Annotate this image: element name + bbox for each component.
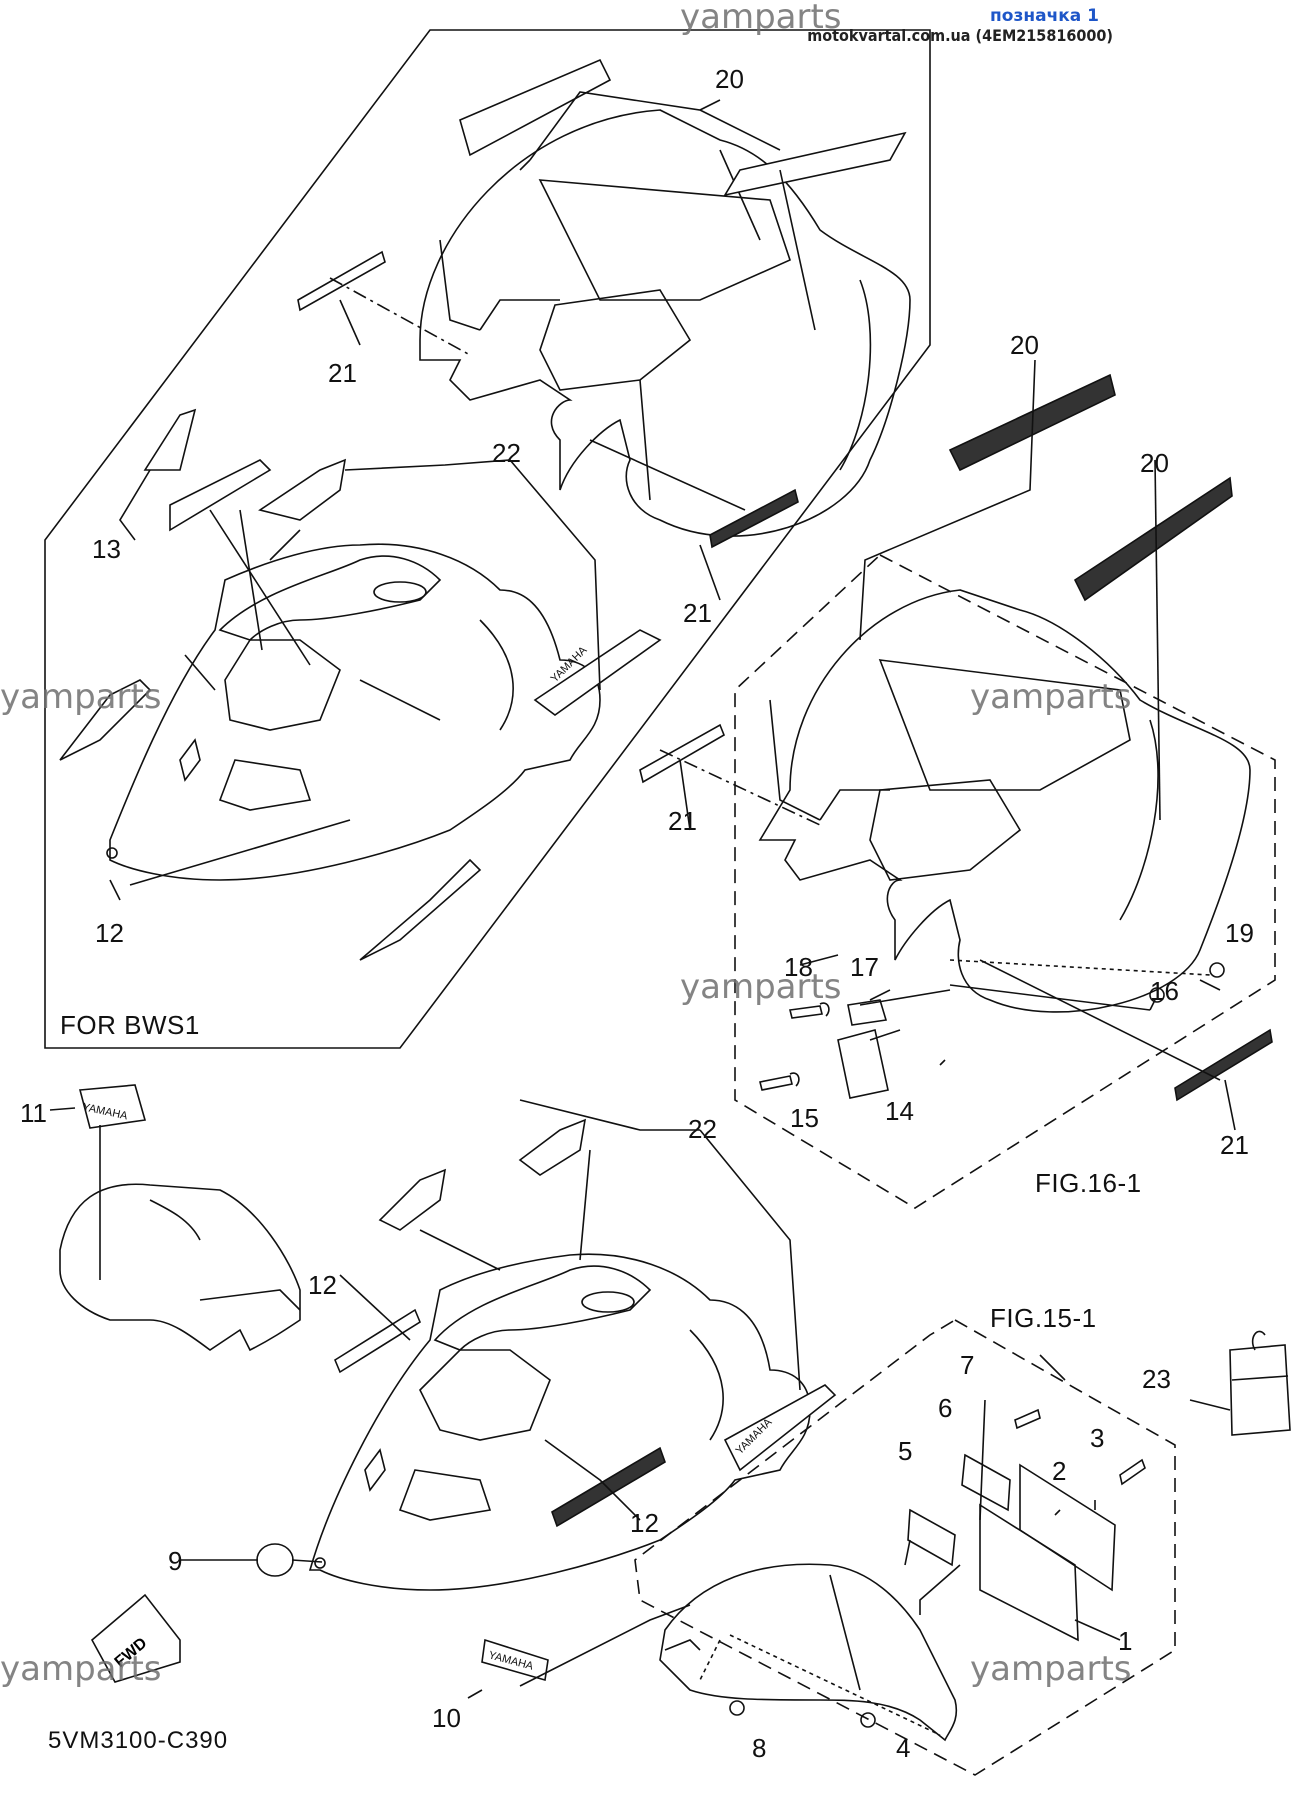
callout-21: 21 [683,598,712,628]
decal-22-side [59,679,152,761]
callout-23: 23 [1142,1364,1171,1394]
hangtag-23 [1229,1344,1291,1436]
decal-20b [723,131,907,197]
watermark: yamparts [970,1649,1132,1689]
callout-21: 21 [328,358,357,388]
callout-12: 12 [95,918,124,948]
cover-11 [59,1183,301,1352]
rivet-7 [1014,1408,1041,1430]
bws-frame [44,29,931,1049]
decal-10 [481,1638,549,1682]
callout-3: 3 [1090,1423,1105,1453]
callout-4: 4 [896,1733,911,1763]
callout-9: 9 [168,1546,183,1576]
decal-21a [297,250,386,312]
callout-18: 18 [784,952,813,982]
callout-22: 22 [492,438,521,468]
decal-22-lower2 [518,1118,587,1176]
callout-20: 20 [715,64,744,94]
decal-21b [709,488,799,549]
decal-22-top [258,458,347,521]
callout-13: 13 [92,534,121,564]
plate-2 [1019,1463,1116,1592]
plate-14 [837,1029,889,1099]
callout-19: 19 [1225,918,1254,948]
callout-1: 1 [1118,1626,1133,1656]
header-site: motokvartal.com.ua (4EM215816000) [807,26,1113,45]
rivet-15 [759,1072,800,1091]
fig15-frame [634,1319,1176,1776]
callout-5: 5 [898,1436,913,1466]
watermark: yamparts [0,677,162,717]
rear-fender-fig15 [659,1563,958,1742]
decal-20d [1073,476,1233,602]
callout-14: 14 [885,1096,914,1126]
callout-7: 7 [960,1350,975,1380]
watermark: yamparts [970,677,1132,717]
decal-22-lower [378,1168,447,1231]
plate-17 [847,999,888,1026]
decal-22-tail [359,858,482,961]
rivet-18 [789,1002,830,1019]
decal-20a [459,58,612,157]
bws-label: FOR BWS1 [60,1010,200,1040]
fig16-frame [734,554,1276,1209]
callout-11: 11 [20,1098,47,1128]
fig16-label: FIG.16-1 [1035,1168,1142,1198]
front-fender-lower [308,1253,811,1591]
decal-22-right-lower [723,1384,837,1472]
watermark: yamparts [680,0,842,37]
plate-1 [979,1503,1079,1642]
callout-17: 17 [850,952,879,982]
watermark: yamparts [680,967,842,1007]
decal-12-stripe [551,1446,666,1528]
plate-5 [907,1508,956,1567]
nut-8 [729,1700,745,1716]
decal-13-top [143,408,197,471]
plate-6 [961,1453,1011,1512]
fig15-label: FIG.15-1 [990,1303,1097,1333]
callout-12: 12 [630,1508,659,1538]
callout-2: 2 [1052,1456,1067,1486]
callout-22: 22 [688,1114,717,1144]
callout-15: 15 [790,1103,819,1133]
callout-21: 21 [668,806,697,836]
decal-21d [1174,1028,1273,1102]
callout-10: 10 [432,1703,461,1733]
decal-22-right [533,629,662,716]
grommet-19 [1209,962,1225,978]
callout-8: 8 [752,1733,767,1763]
callout-20: 20 [1010,330,1039,360]
callout-12: 12 [308,1270,337,1300]
emblem-9 [256,1543,294,1577]
callout-6: 6 [938,1393,953,1423]
decal-21c [639,723,725,784]
callout-16: 16 [1150,976,1179,1006]
decal-12-side [334,1308,421,1374]
header-label: позначка 1 [990,6,1099,26]
grommet-16 [1149,987,1165,1003]
diagram-code: 5VM3100-C390 [48,1727,229,1754]
watermark: yamparts [0,1649,162,1689]
rear-fender-top [419,109,911,537]
nut-4 [860,1712,876,1728]
callout-20: 20 [1140,448,1169,478]
decal-13-bot [169,459,272,532]
decal-11 [78,1084,147,1129]
front-fender-top [109,543,601,881]
rear-fender-fig16 [758,589,1251,1013]
callout-21: 21 [1220,1130,1249,1160]
rivet-3 [1119,1458,1146,1486]
fwd-arrow [90,1593,181,1683]
